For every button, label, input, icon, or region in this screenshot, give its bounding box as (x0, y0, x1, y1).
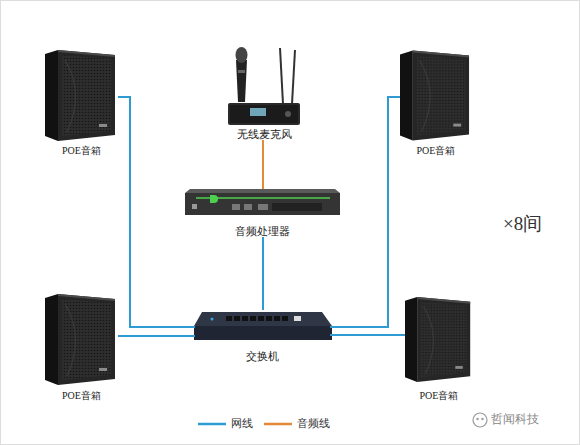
device-node: POE音箱 (45, 292, 118, 402)
legend-item: 音频线 (297, 418, 330, 429)
device-label: 音频处理器 (235, 225, 290, 237)
legend-text: 音频线 (297, 418, 330, 429)
device-node: 无线麦克风 (225, 44, 303, 140)
legend-line (264, 423, 292, 426)
device-node: 交换机 (195, 310, 330, 362)
legend-item: 网线 (231, 418, 253, 429)
device-node: POE音箱 (405, 292, 473, 402)
device-label: POE音箱 (420, 390, 459, 402)
room-count: ×8间 (503, 214, 542, 233)
microphone-symbol (228, 47, 300, 125)
legend-text: 网线 (231, 418, 253, 429)
device-label: POE音箱 (62, 390, 101, 402)
audio-cable (262, 140, 264, 189)
device-label: POE音箱 (417, 145, 456, 157)
speaker-symbol (400, 51, 469, 141)
device-label: POE音箱 (62, 145, 101, 157)
device-label: 无线麦克风 (237, 128, 292, 140)
network-cable (330, 334, 405, 336)
legend-line (198, 423, 226, 426)
network-cable (262, 237, 264, 310)
speaker-symbol (45, 294, 115, 385)
network-cable (118, 335, 195, 337)
switch-symbol (194, 312, 332, 340)
speaker-symbol (405, 297, 470, 382)
device-label: 交换机 (246, 350, 279, 362)
wechat-icon (473, 413, 487, 427)
network-cable (118, 97, 195, 327)
network-cable (330, 97, 400, 327)
watermark: 哲闻科技 (491, 413, 539, 425)
processor-symbol (185, 189, 340, 215)
device-node: 音频处理器 (185, 189, 340, 237)
device-node: POE音箱 (400, 48, 472, 157)
speaker-symbol (45, 50, 115, 141)
device-node: POE音箱 (45, 48, 118, 157)
